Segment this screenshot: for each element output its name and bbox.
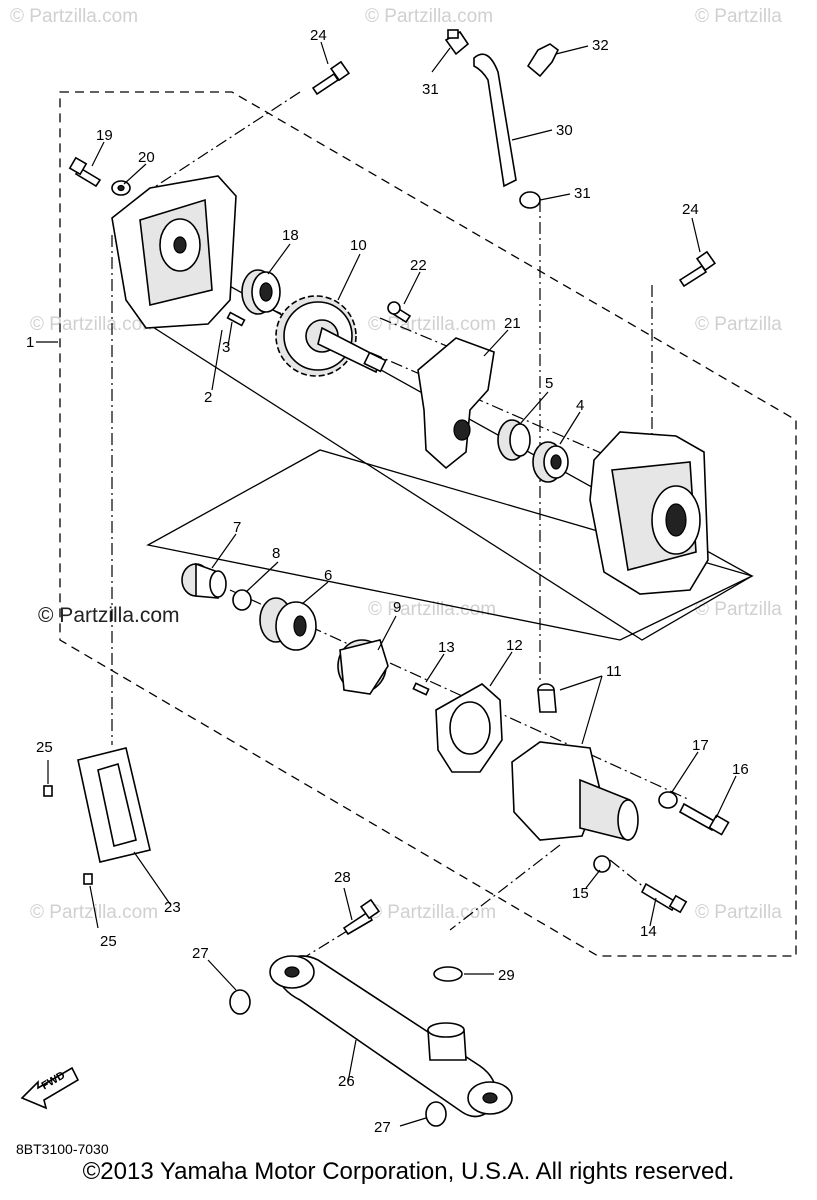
pump-housing [589,431,709,595]
callout-5: 5 [545,375,553,392]
watermark: © Partzilla.com [368,314,496,335]
watermark: © Partzilla.com [30,902,158,923]
screw-22 [387,301,412,324]
watermark: © Partzilla.com [368,599,496,620]
callout-22: 22 [410,257,427,274]
callout-11: 11 [606,663,622,680]
callout-20: 20 [138,149,155,166]
bolt-28 [342,898,381,936]
callout-25-lower: 25 [100,933,117,950]
pump-body-11 [511,683,639,842]
bearing-18 [241,269,281,315]
pump-cover [111,175,237,329]
callout-12: 12 [506,637,523,654]
washer-17 [658,791,678,809]
pin-25-upper [43,785,53,797]
callout-21: 21 [504,315,521,332]
callout-9: 9 [393,599,401,616]
callout-3: 3 [222,339,230,356]
callout-19: 19 [96,127,113,144]
bolt-16 [678,802,730,836]
gear-shaft-10 [275,295,387,377]
watermark: © Partzilla.com [365,6,493,27]
pin-13 [412,682,430,696]
callout-15: 15 [572,885,589,902]
callout-14: 14 [640,923,657,940]
callout-24-right: 24 [682,201,699,218]
callout-25-upper: 25 [36,739,53,756]
diagram-code: 8BT3100-7030 [16,1141,109,1157]
o-ring-27-upper [229,989,251,1015]
callout-31-top: 31 [422,81,439,98]
watermark-main: © Partzilla.com [38,604,180,627]
callout-28: 28 [334,869,351,886]
callout-31-lower: 31 [574,185,591,202]
gasket-23 [77,747,151,863]
plate-21-hole [453,419,471,441]
callout-27-upper: 27 [192,945,209,962]
clamp-31-lower [519,191,541,209]
clamp-31-top [444,29,470,56]
callout-8: 8 [272,545,280,562]
callout-32: 32 [592,37,609,54]
fwd-arrow-icon: FWD [20,1066,80,1110]
watermark: © Partzilla.com [30,314,158,335]
callout-17: 17 [692,737,709,754]
pin-25-lower [83,873,93,885]
clamp-32 [526,43,560,78]
copyright-notice: ©2013 Yamaha Motor Corporation, U.S.A. A… [82,1158,735,1185]
bolt-24-top [311,60,351,96]
callouts: 1 2 3 4 5 6 7 8 9 10 11 12 13 14 15 16 1… [26,27,749,1136]
callout-13: 13 [438,639,455,656]
callout-16: 16 [732,761,749,778]
o-ring-27-lower [425,1101,447,1127]
callout-23: 23 [164,899,181,916]
impeller-9 [337,639,389,695]
callout-29: 29 [498,967,515,984]
watermark: © Partzilla [695,902,782,923]
bolt-14 [640,882,688,914]
bolt-19 [68,156,102,188]
watermark: © Partzilla [695,599,782,620]
callout-18: 18 [282,227,299,244]
callout-2: 2 [204,389,212,406]
callout-30: 30 [556,122,573,139]
callout-27-lower: 27 [374,1119,391,1136]
gasket-12 [435,683,503,773]
callout-1: 1 [26,334,34,351]
oil-seal-5 [497,419,531,461]
bearing-4 [532,441,569,483]
callout-7: 7 [233,519,241,536]
o-ring-29 [433,966,463,982]
watermark: © Partzilla.com [368,902,496,923]
watermark: © Partzilla [695,6,782,27]
pin-3 [226,311,246,327]
washer-20-hole [117,184,125,192]
watermark-layer: © Partzilla.com © Partzilla.com © Partzi… [10,6,782,923]
washer-8 [232,589,252,611]
pipe-26 [269,955,513,1118]
watermark: © Partzilla [695,314,782,335]
callout-6: 6 [324,567,332,584]
leader-lines [47,41,737,1127]
hose-30 [473,53,517,188]
callout-4: 4 [576,397,584,414]
washer-15 [593,855,611,873]
watermark: © Partzilla.com [10,6,138,27]
callout-10: 10 [350,237,367,254]
bolt-24-right [678,250,717,288]
mechanical-seal-6 [259,597,317,651]
plate-21 [417,337,495,470]
collar-7 [181,562,227,599]
callout-24-top: 24 [310,27,327,44]
callout-26: 26 [338,1073,355,1090]
